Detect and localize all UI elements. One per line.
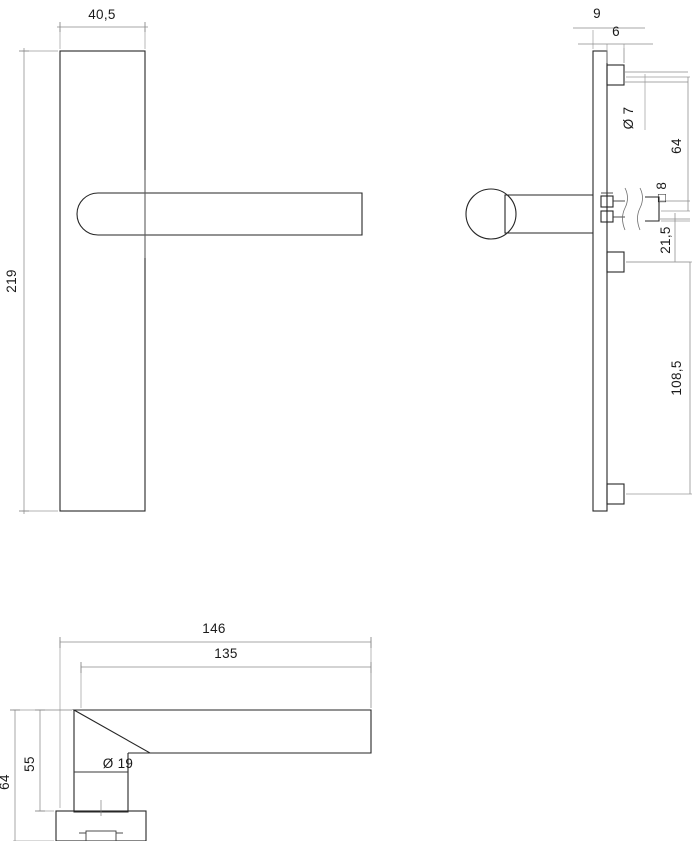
side-view-group: 9 6 Ø 7 64 □ 8 21,5 108,5: [465, 6, 692, 512]
side-fixing-boss-middle: [606, 251, 625, 273]
front-lever-outline: [76, 192, 363, 236]
dim-text-total-thickness: 9: [593, 6, 601, 21]
dim-text-plate-height: 219: [4, 269, 19, 292]
front-view-group: 40,5 219: [4, 7, 363, 514]
dim-text-lever-projection-total: 64: [0, 774, 12, 790]
dim-text-spindle-offset: 21,5: [658, 226, 673, 253]
side-backplate-outline: [592, 50, 608, 512]
front-backplate-outline: [59, 50, 146, 512]
dim-text-lever-projection: 55: [22, 756, 37, 772]
spindle-step-upper: [600, 195, 614, 208]
side-fixing-boss-top: [606, 64, 625, 86]
dim-text-fixing-centres: 64: [669, 138, 684, 154]
side-fixing-boss-bottom: [606, 483, 625, 505]
dim-text-neck-dia: Ø 19: [103, 756, 133, 771]
spindle-step-lower: [600, 210, 614, 223]
plan-lever-upper-body: [71, 709, 372, 754]
side-lever-round-end: [465, 188, 517, 240]
plan-view-group: 146 135 64 55 Ø 19: [0, 621, 372, 841]
dim-text-spindle-square: □ 8: [654, 182, 669, 202]
dim-text-lever-length: 135: [214, 646, 237, 661]
break-line-left: [622, 187, 628, 231]
spindle-far-segment: [645, 196, 660, 222]
break-line-right: [637, 187, 643, 231]
dim-text-lower-fixing-distance: 108,5: [669, 360, 684, 395]
dim-text-lever-overall: 146: [202, 621, 225, 636]
dim-text-screw-hole-dia: Ø 7: [621, 107, 636, 130]
plan-spindle-stub: [85, 830, 117, 841]
side-lever-neck: [504, 194, 593, 234]
dim-text-plate-thickness: 6: [612, 24, 620, 39]
dim-text-plate-width: 40,5: [88, 7, 115, 22]
